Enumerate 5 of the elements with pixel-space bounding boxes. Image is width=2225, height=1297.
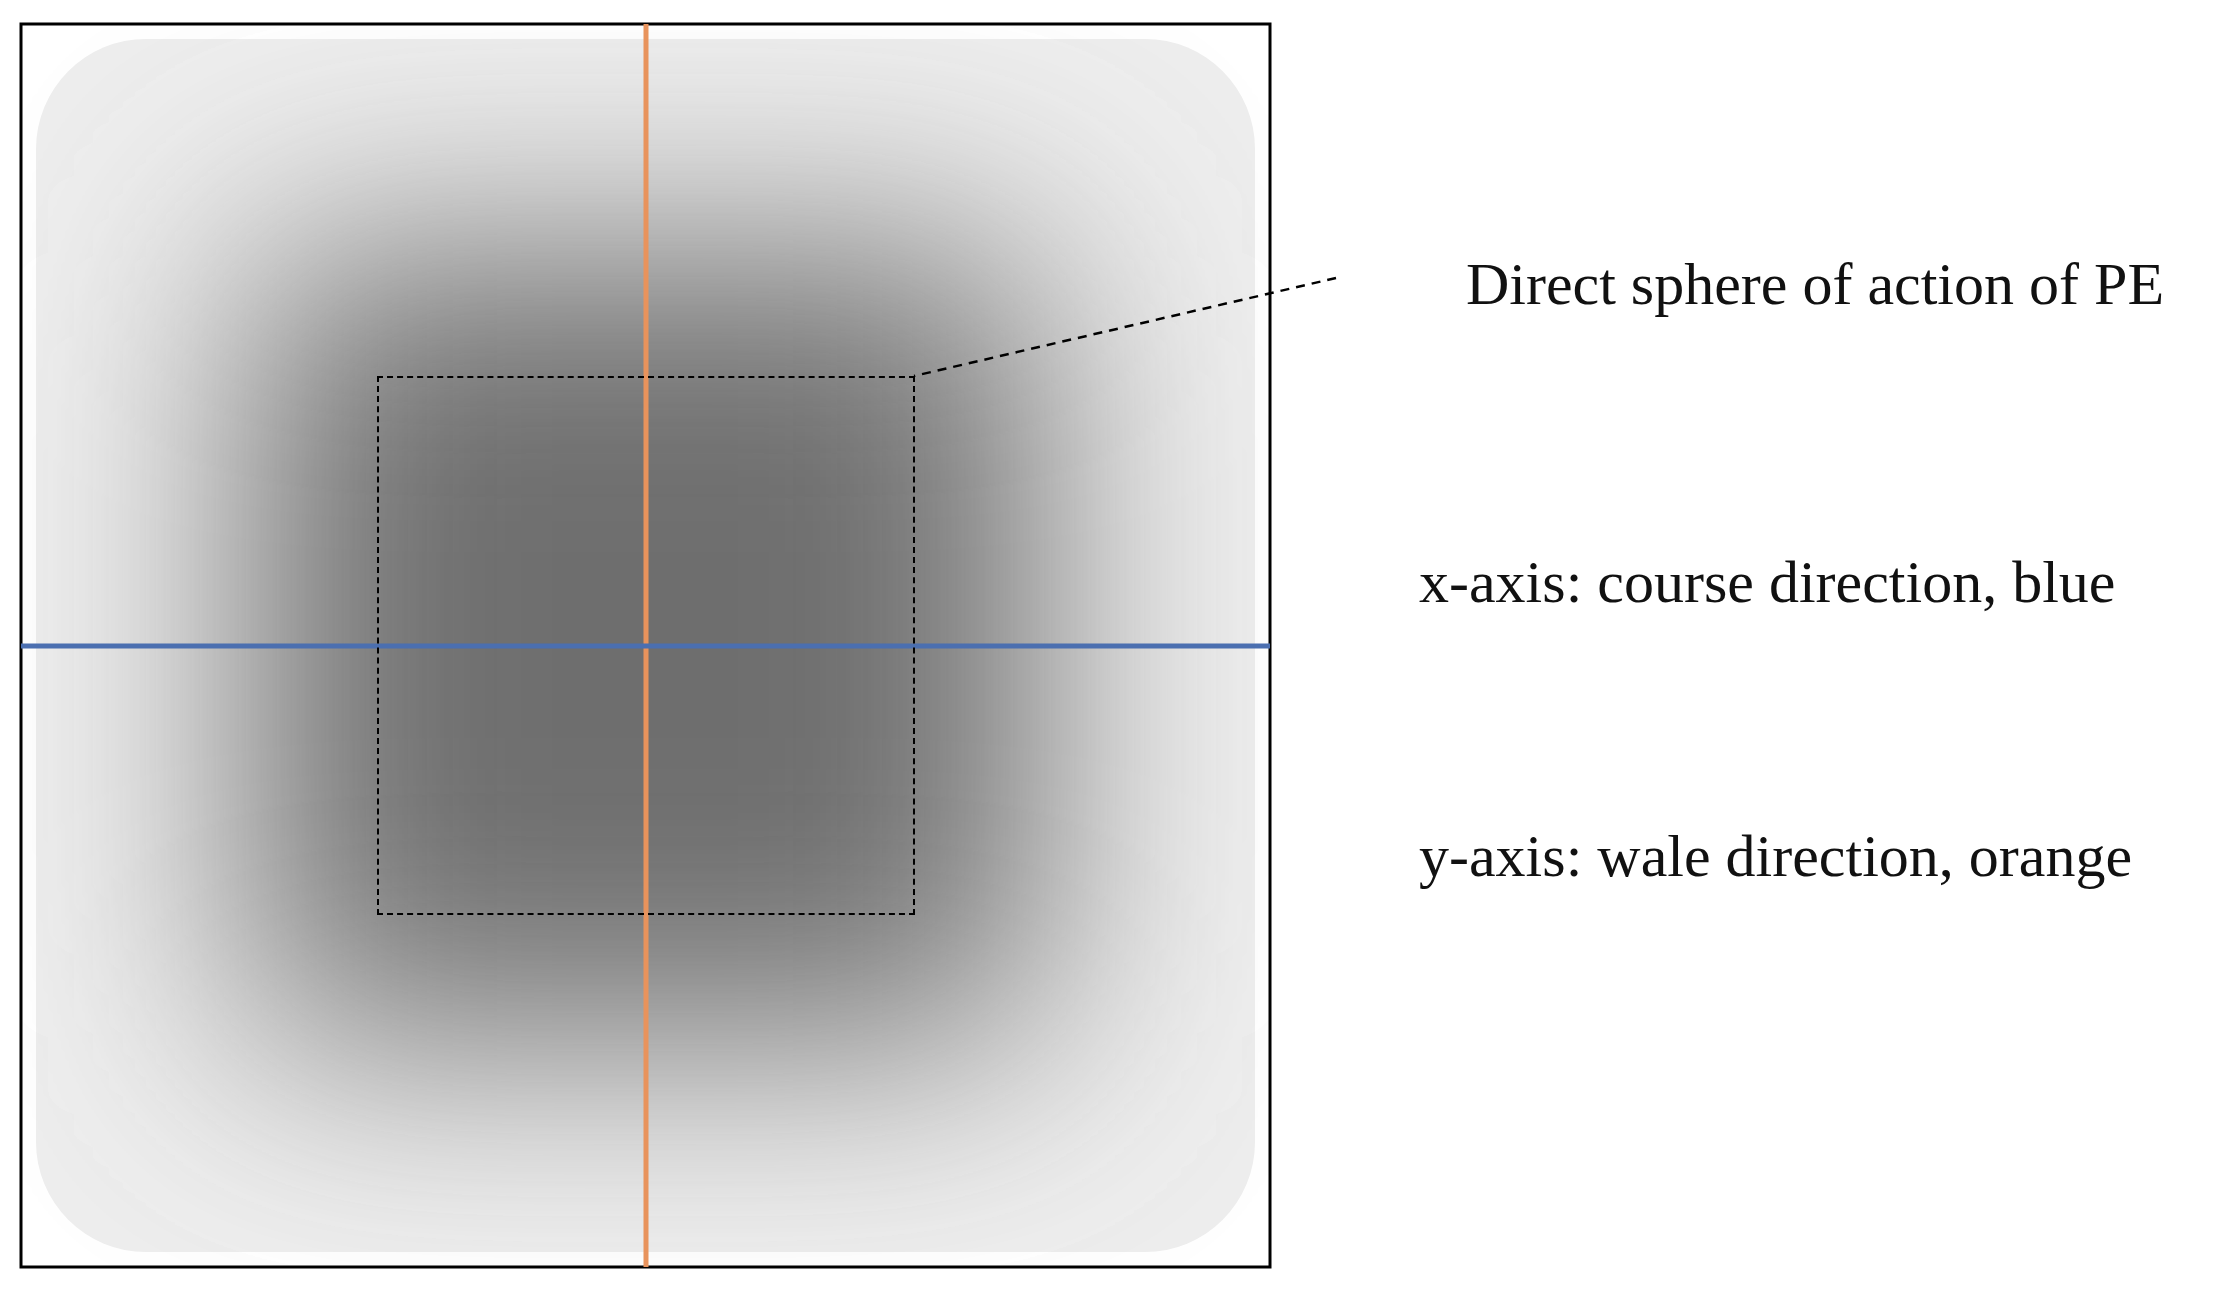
axis-note: x-axis: course direction, blue: [1419, 548, 2117, 617]
callout-text: Direct sphere of action of PE: [1336, 238, 2210, 330]
dashed-region-box: [377, 376, 915, 915]
leader-line: [913, 276, 1337, 378]
axis-note: y-axis: wale direction, orange: [1419, 822, 2134, 891]
